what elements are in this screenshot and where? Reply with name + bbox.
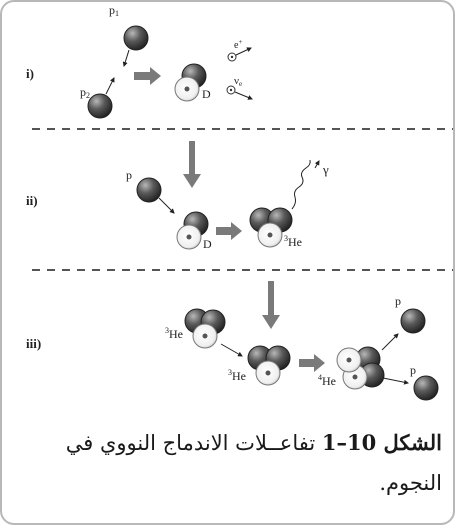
label-he3-iii-b: 3He (228, 368, 246, 383)
label-p-out-2: p (410, 363, 416, 377)
neutron-dot (267, 232, 273, 238)
caption-text: تفاعــلات الاندماج النووي في النجوم. (65, 431, 442, 495)
figure-number: الشكل 10–1 (321, 430, 442, 455)
arrow-proton-ii (158, 197, 175, 214)
stage-arrow-1 (183, 141, 201, 188)
label-deuteron-ii: D (203, 237, 212, 251)
proton-p2 (87, 93, 113, 119)
label-he4: 4He (318, 373, 336, 388)
label-p2: p2 (80, 85, 90, 100)
arrow-p-out-1 (381, 333, 399, 351)
label-deuteron-i: D (202, 87, 211, 101)
neutron-dot (352, 374, 358, 380)
arrow-gamma (314, 160, 320, 169)
reaction-arrow-i (134, 67, 161, 85)
neutron-dot (265, 370, 271, 376)
reaction-arrow-iii (299, 354, 325, 372)
fusion-reactions-diagram: i) p1 p2 D e+ νe ii) p D 3He γ iii) 3He (26, 3, 453, 401)
label-he3-iii-a: 3He (165, 326, 183, 341)
stage-label-i: i) (26, 66, 34, 81)
neutron-dot (184, 86, 190, 92)
label-neutrino: νe (234, 75, 242, 88)
arrow-neutrino (234, 91, 253, 100)
label-gamma: γ (322, 162, 329, 177)
gamma-wave (291, 159, 311, 210)
figure-caption: الشكل 10–1 تفاعــلات الاندماج النووي في … (12, 423, 442, 503)
neutron-dot (186, 234, 192, 240)
label-p1: p1 (109, 3, 119, 18)
proton-out-1 (400, 308, 426, 334)
stage-label-ii: ii) (26, 193, 38, 208)
arrow-he3-a (220, 343, 243, 357)
proton-p1 (123, 25, 149, 51)
proton-ii (136, 177, 162, 203)
proton-out-2 (413, 375, 439, 401)
reaction-arrow-ii (216, 222, 242, 240)
arrow-p1-in (122, 49, 130, 67)
label-proton-ii: p (126, 168, 132, 182)
label-he3-ii: 3He (284, 234, 302, 249)
neutron-dot (346, 357, 352, 363)
label-p-out-1: p (395, 294, 401, 308)
arrow-p2-in (105, 77, 115, 95)
neutrino-dot (229, 88, 233, 92)
stage-arrow-2 (262, 281, 280, 329)
positron-dot (230, 55, 234, 59)
stage-label-iii: iii) (26, 336, 41, 351)
neutron-dot (202, 333, 208, 339)
arrow-positron (235, 47, 252, 56)
label-positron: e+ (234, 38, 242, 51)
arrow-p-out-2 (382, 377, 409, 385)
